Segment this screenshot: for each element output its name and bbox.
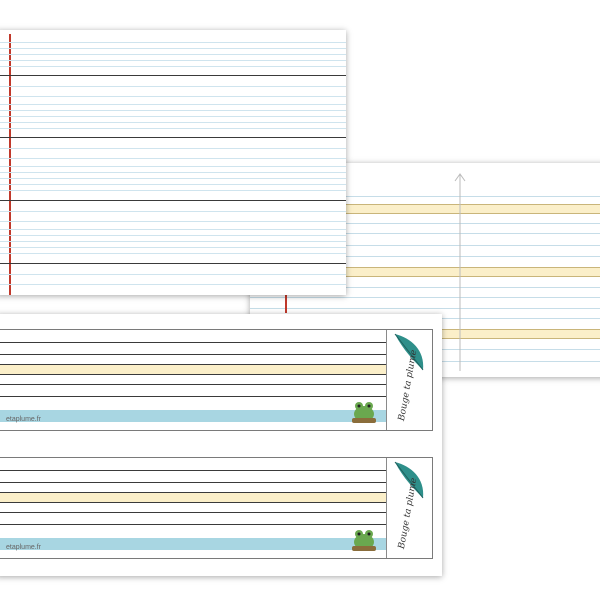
margin-line-stub (285, 293, 287, 313)
feather-icon (394, 461, 424, 499)
frog-icon (352, 402, 376, 423)
yellow-guide-band (0, 364, 386, 375)
writing-strip: etaplume.fr Bouge ta plume (0, 457, 433, 559)
feather-icon (394, 333, 424, 371)
base-rule (0, 200, 346, 201)
blue-guide-band (0, 410, 386, 422)
website-url: etaplume.fr (6, 416, 42, 423)
writing-strips-sheet: etaplume.fr Bouge ta plume etaplume.fr (0, 314, 442, 576)
logo-box: Bouge ta plume (386, 458, 432, 558)
yellow-guide-band (0, 492, 386, 503)
margin-line (9, 34, 11, 295)
frog-icon (352, 530, 376, 551)
logo-box: Bouge ta plume (386, 330, 432, 430)
arrow-guide-icon (454, 173, 466, 371)
ruled-writing-sheet (0, 30, 346, 295)
base-rule (0, 75, 346, 76)
base-rule (0, 263, 346, 264)
base-rule (0, 137, 346, 138)
yellow-guide-band (250, 204, 600, 214)
yellow-guide-band (250, 267, 600, 277)
blue-guide-band (0, 538, 386, 550)
website-url: etaplume.fr (6, 544, 42, 551)
writing-strip: etaplume.fr Bouge ta plume (0, 329, 433, 431)
